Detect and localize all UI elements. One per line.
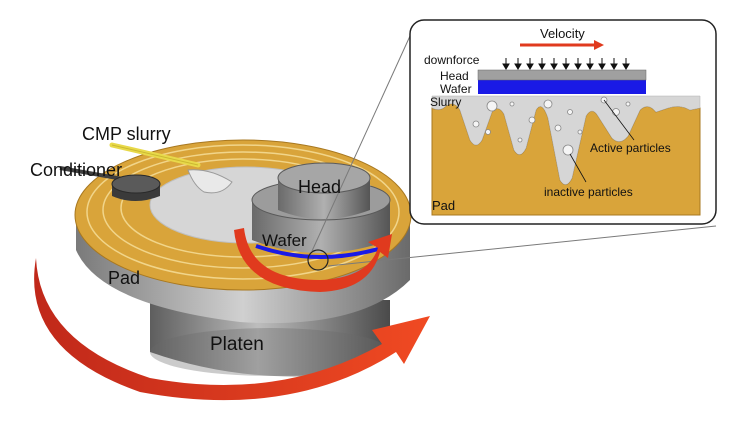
label-pad: Pad	[108, 268, 140, 288]
label-platen: Platen	[210, 334, 264, 355]
inset-head-bar	[477, 69, 647, 81]
conditioner	[59, 166, 161, 201]
inactive-particles-pointer	[569, 153, 587, 183]
head-rotation-arrow	[234, 228, 392, 292]
inset-label-downforce: downforce	[424, 53, 480, 67]
slurry-nozzle	[109, 142, 233, 194]
slurry-droplet-icon	[187, 169, 233, 194]
wafer	[255, 244, 389, 259]
inset-label-wafer: Wafer	[440, 82, 472, 96]
zoom-connector-bottom	[327, 225, 717, 267]
inset-label-head: Head	[440, 69, 469, 83]
polishing-head	[251, 162, 391, 253]
inset-label-slurry: Slurry	[430, 95, 461, 109]
platen	[150, 300, 390, 377]
downforce-arrows	[502, 58, 630, 70]
zoom-circle	[307, 249, 329, 271]
label-cmp-slurry: CMP slurry	[82, 124, 171, 144]
active-particles-pointer	[603, 99, 635, 141]
inset-wafer-bar	[478, 80, 646, 94]
label-wafer: Wafer	[262, 231, 307, 250]
inset-panel: Velocity downforce Head Wafer Slurry Act…	[409, 19, 717, 225]
inset-label-pad: Pad	[432, 198, 455, 213]
label-conditioner: Conditioner	[30, 160, 122, 180]
velocity-arrow	[520, 40, 604, 50]
inset-label-velocity: Velocity	[540, 26, 585, 41]
inset-label-active-particles: Active particles	[590, 141, 671, 155]
label-head: Head	[298, 177, 341, 197]
inset-particles	[472, 96, 631, 156]
inset-slurry	[431, 95, 701, 185]
zoom-connector-top	[311, 35, 411, 252]
inset-label-inactive-particles: inactive particles	[544, 185, 633, 199]
